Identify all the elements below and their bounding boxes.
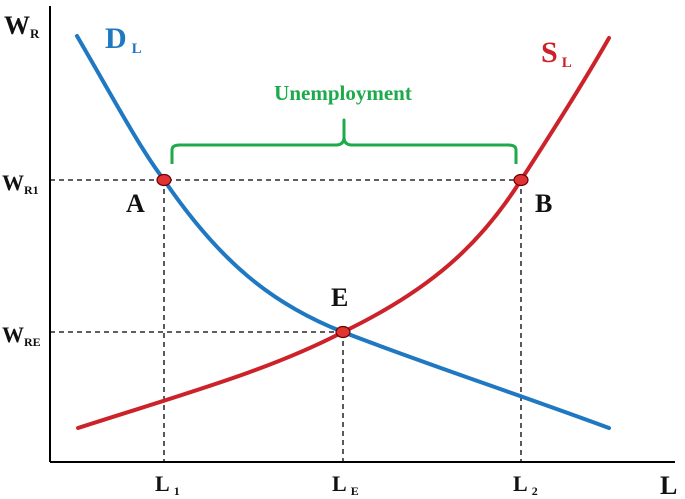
point-a-marker xyxy=(156,173,172,187)
equilibrium-points xyxy=(156,173,529,339)
demand-curve xyxy=(75,34,611,430)
point-a-label: A xyxy=(126,189,145,218)
point-e-marker xyxy=(335,325,351,339)
supply-curve xyxy=(76,36,611,430)
y-axis-label: WR xyxy=(4,11,40,41)
y-tick-w-re: WRE xyxy=(2,322,41,349)
unemployment-bracket xyxy=(170,118,518,164)
point-b-marker xyxy=(513,173,529,187)
unemployment-label: Unemployment xyxy=(274,81,412,105)
point-e-label: E xyxy=(331,283,348,312)
point-b-label: B xyxy=(535,189,552,218)
guide-lines xyxy=(50,179,522,462)
y-tick-w-r1: WR1 xyxy=(2,170,39,197)
x-axis-label: L xyxy=(660,471,677,499)
